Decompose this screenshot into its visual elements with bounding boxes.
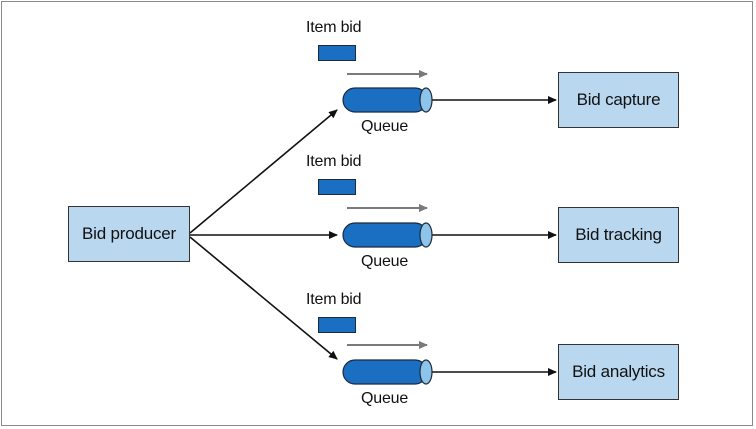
edge-producer-to-queue-1 xyxy=(189,109,338,234)
producer-label: Bid producer xyxy=(82,224,176,243)
producer-box: Bid producer xyxy=(68,206,190,262)
queue-cylinder-1 xyxy=(342,87,433,113)
item-bid-label-2: Item bid xyxy=(306,153,362,170)
queue-cylinder-2 xyxy=(342,222,433,248)
queue-label-1: Queue xyxy=(361,118,409,135)
item-bid-message-2 xyxy=(318,179,356,195)
consumer-box-bid-analytics: Bid analytics xyxy=(558,344,679,400)
queue-label-3: Queue xyxy=(361,390,409,407)
item-bid-label-1: Item bid xyxy=(306,19,362,36)
consumer-box-bid-tracking: Bid tracking xyxy=(558,207,679,263)
queue-label-2: Queue xyxy=(361,253,409,270)
consumer-label: Bid tracking xyxy=(575,225,662,244)
edge-producer-to-queue-3 xyxy=(189,236,338,360)
consumer-box-bid-capture: Bid capture xyxy=(558,72,679,128)
item-bid-message-3 xyxy=(318,317,356,333)
consumer-label: Bid analytics xyxy=(572,362,665,381)
queue-cylinder-3 xyxy=(342,359,433,385)
item-bid-message-1 xyxy=(318,45,356,61)
consumer-label: Bid capture xyxy=(576,90,661,109)
item-bid-label-3: Item bid xyxy=(306,291,362,308)
